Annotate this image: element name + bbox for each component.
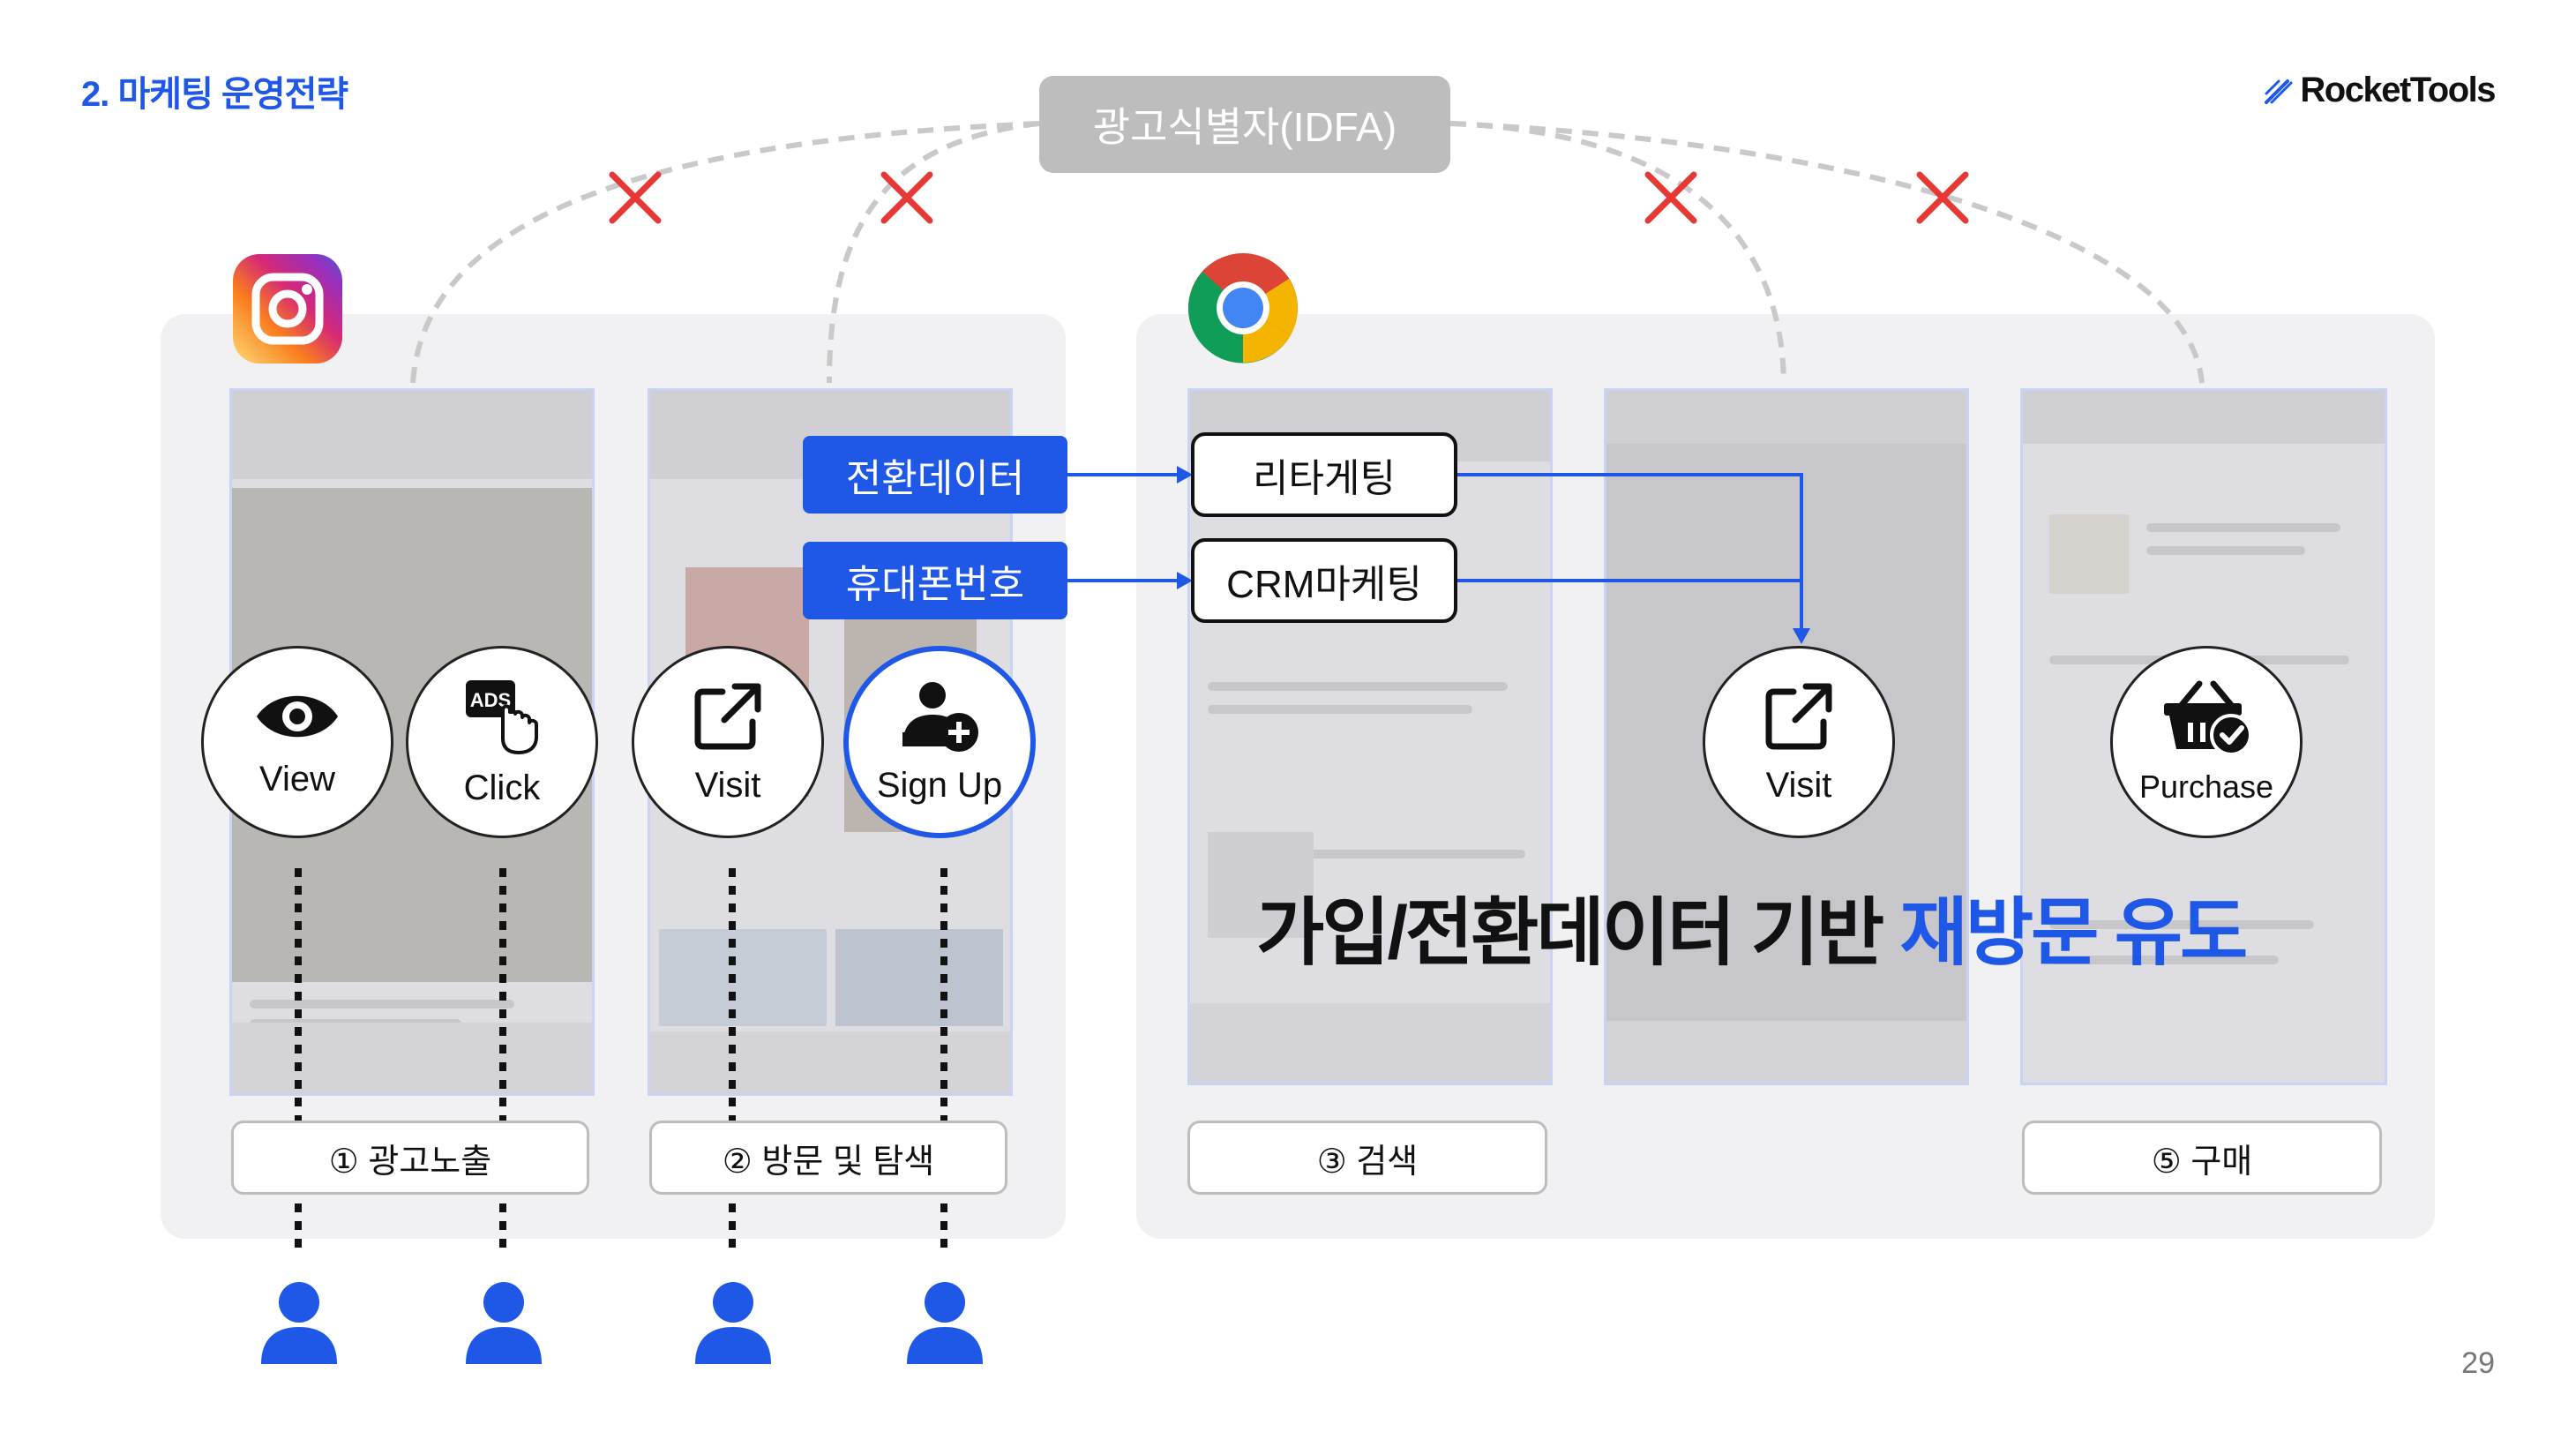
shopping-basket-icon [2164, 680, 2252, 756]
step-browse: ② 방문 및 탐색 [649, 1121, 1007, 1195]
retargeting-box: 리타게팅 [1191, 432, 1457, 517]
visit-site-action: Visit [1703, 646, 1895, 838]
visit-action: Visit [632, 646, 824, 838]
rocket-icon [2265, 79, 2293, 104]
step-exposure: ① 광고노출 [231, 1121, 589, 1195]
headline-prefix: 가입/전환데이터 기반 [1256, 891, 1884, 974]
cross-icon [609, 171, 1969, 224]
signup-action: Sign Up [843, 646, 1036, 838]
purchase-label: Purchase [2138, 768, 2274, 805]
chrome-icon [1188, 253, 1298, 364]
headline-highlight: 재방문 유도 [1899, 891, 2249, 974]
user-icon [466, 1282, 542, 1364]
signup-label: Sign Up [876, 765, 1003, 805]
add-user-icon [902, 681, 978, 752]
instagram-icon [233, 254, 342, 364]
visit-label: Visit [694, 765, 761, 805]
view-label: View [259, 759, 335, 798]
phone-checkout [2020, 388, 2387, 1085]
step-purchase: ⑤ 구매 [2022, 1121, 2382, 1195]
brand-logo: RocketTools [2265, 71, 2496, 110]
idfa-label: 광고식별자(IDFA) [1039, 76, 1450, 173]
view-action: View [201, 646, 393, 838]
ad-click-icon: ADS [466, 679, 538, 754]
phone-number-tag: 휴대폰번호 [803, 542, 1067, 619]
headline: 가입/전환데이터 기반 재방문 유도 [1256, 873, 2249, 980]
page-number: 29 [2461, 1346, 2495, 1380]
purchase-action: Purchase [2110, 646, 2303, 838]
user-icon [907, 1282, 983, 1364]
step-search: ③ 검색 [1187, 1121, 1547, 1195]
crm-marketing-box: CRM마케팅 [1191, 538, 1457, 623]
click-action: ADS Click [406, 646, 598, 838]
visit-site-label: Visit [1765, 765, 1832, 805]
external-link-icon [1765, 683, 1832, 749]
conversion-data-tag: 전환데이터 [803, 436, 1067, 514]
click-label: Click [463, 768, 541, 807]
external-link-icon [694, 683, 761, 749]
section-title: 2. 마케팅 운영전략 [81, 75, 348, 114]
eye-icon [257, 695, 338, 737]
user-icon [261, 1282, 337, 1364]
user-icon [695, 1282, 771, 1364]
brand-name: RocketTools [2300, 71, 2496, 109]
